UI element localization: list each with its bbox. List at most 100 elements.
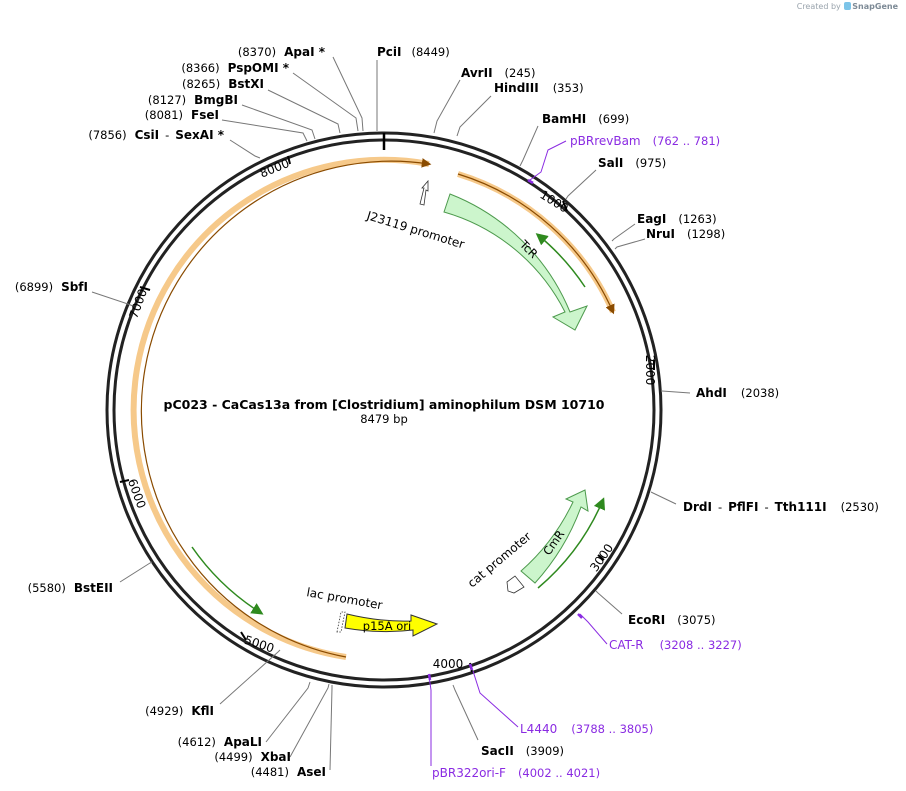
site-drdi-sep: - (718, 500, 722, 514)
site-drdi-pos: (2530) (841, 500, 879, 514)
leader-xbai (289, 683, 330, 758)
site-bsteii-pos: (5580) (28, 581, 66, 595)
leader-eagi (611, 223, 636, 242)
site-sali[interactable]: SalI (975) (598, 156, 666, 170)
tick-label-4000: 4000 (433, 657, 464, 671)
primer-l4440[interactable]: L4440(3788 .. 3805) (520, 722, 653, 736)
primer-pbr322ori-f[interactable]: pBR322ori-F(4002 .. 4021) (432, 766, 600, 780)
site-eagi[interactable]: EagI(1263) (637, 212, 717, 226)
tick-5000 (240, 631, 247, 641)
site-hindiii-pos: (353) (553, 81, 584, 95)
site-pspomi-name: PspOMI * (228, 61, 290, 75)
site-xbai-pos: (4499) (214, 750, 252, 764)
site-pcii-pos: (8449) (412, 45, 450, 59)
leader-csii (229, 139, 261, 159)
tick-6000 (119, 479, 130, 483)
site-xbai[interactable]: (4499)XbaI (214, 750, 291, 764)
site-pcii[interactable]: PciI(8449) (377, 45, 450, 59)
site-bsteii[interactable]: (5580)BstEII (28, 581, 113, 595)
site-asei[interactable]: (4481) AseI (251, 765, 326, 779)
leader-kfli (219, 649, 281, 705)
orf-band-right (457, 171, 616, 314)
primer-mark-pbrrevbam (527, 178, 534, 185)
site-sali-pos: (975) (635, 156, 666, 170)
site-csii-name: CsiI (135, 128, 160, 142)
leader-sali (565, 169, 597, 200)
site-fsei-name: FseI (191, 108, 219, 122)
site-apai-name: ApaI * (284, 45, 326, 59)
feature-j23119-promoter (419, 179, 429, 206)
site-apali-pos: (4612) (178, 735, 216, 749)
orf-line-right (457, 173, 615, 315)
site-hindiii[interactable]: HindIII (353) (494, 81, 584, 95)
site-fsei[interactable]: (8081) FseI (145, 108, 219, 122)
feature-cmr (520, 489, 589, 584)
primer-pbrrevbam[interactable]: pBRrevBam(762 .. 781) (570, 134, 720, 148)
orf-inner-arc-tcr (535, 233, 586, 288)
tick-7000 (139, 286, 151, 291)
site-drdi-name: DrdI (683, 500, 712, 514)
orf-inner-arc-left (191, 546, 264, 615)
site-ecori[interactable]: EcoRI(3075) (628, 613, 716, 627)
site-fsei-pos: (8081) (145, 108, 183, 122)
snapgene-credit: Created by SnapGene (797, 2, 898, 11)
feature-lac-promoter (336, 611, 346, 633)
primer-leader-cat-r (579, 613, 608, 645)
site-bmgbi[interactable]: (8127)BmgBI (148, 93, 238, 107)
primer-leader-l4440 (472, 670, 519, 728)
primer-leader-pbr322ori-f (428, 675, 432, 766)
site-bamhi[interactable]: BamHI(699) (542, 112, 629, 126)
primer-l4440-name: L4440 (520, 722, 557, 736)
site-csii-pos: (7856) (88, 128, 126, 142)
site-asei-name: AseI (297, 765, 326, 779)
site-apai[interactable]: (8370) ApaI * (238, 45, 326, 59)
site-sbfi[interactable]: (6899)SbfI (15, 280, 88, 294)
tick-1000 (562, 200, 568, 212)
site-drdi-sep2: - (764, 500, 768, 514)
leader-bmgbi (241, 104, 316, 140)
primer-leaders (428, 140, 608, 766)
site-kfli[interactable]: (4929)KflI (145, 704, 214, 718)
primer-cat-r[interactable]: CAT-R(3208 .. 3227) (609, 638, 742, 652)
site-nrui[interactable]: NruI(1298) (646, 227, 725, 241)
site-drdi[interactable]: DrdI-PflFI-Tth111I(2530) (683, 500, 879, 514)
site-bamhi-name: BamHI (542, 112, 586, 126)
site-pspomi[interactable]: (8366)PspOMI * (181, 61, 289, 75)
leader-ecori (595, 590, 623, 615)
site-avrii-name: AvrII (461, 66, 493, 80)
site-tth111i-name: Tth111I (775, 500, 827, 514)
site-csii[interactable]: (7856)CsiI-SexAI * (88, 128, 224, 142)
site-bstxi[interactable]: (8265) BstXI (182, 77, 264, 91)
site-asei-pos: (4481) (251, 765, 289, 779)
leader-bamhi (519, 125, 539, 167)
primer-cat-r-pos: (3208 .. 3227) (660, 638, 742, 652)
site-sacii[interactable]: SacII(3909) (481, 744, 564, 758)
snapgene-logo-icon (844, 2, 852, 10)
label-lac-promoter: lac promoter (305, 585, 383, 612)
site-avrii[interactable]: AvrII(245) (461, 66, 535, 80)
site-leaders (91, 56, 691, 771)
site-sbfi-pos: (6899) (15, 280, 53, 294)
leader-avrii (433, 79, 461, 134)
site-ahdi-name: AhdI (696, 386, 727, 400)
site-ahdi-pos: (2038) (741, 386, 779, 400)
primer-pbrrevbam-pos: (762 .. 781) (653, 134, 721, 148)
credit-prefix: Created by (796, 2, 841, 11)
orf-inner-arc-cmr (537, 497, 605, 589)
site-apai-pos: (8370) (238, 45, 276, 59)
site-kfli-pos: (4929) (145, 704, 183, 718)
site-bstxi-pos: (8265) (182, 77, 220, 91)
site-sali-name: SalI (598, 156, 623, 170)
leader-apai (332, 56, 364, 132)
site-apali[interactable]: (4612)ApaLI (178, 735, 262, 749)
site-bstxi-name: BstXI (228, 77, 264, 91)
primer-marks (427, 178, 583, 681)
site-hindiii-name: HindIII (494, 81, 539, 95)
site-bmgbi-pos: (8127) (148, 93, 186, 107)
feature-tcr (443, 193, 589, 331)
leader-drdi (650, 491, 677, 505)
site-ecori-pos: (3075) (677, 613, 715, 627)
site-ahdi[interactable]: AhdI (2038) (696, 386, 779, 400)
leader-apali (265, 681, 311, 743)
leader-sbfi (91, 291, 134, 307)
